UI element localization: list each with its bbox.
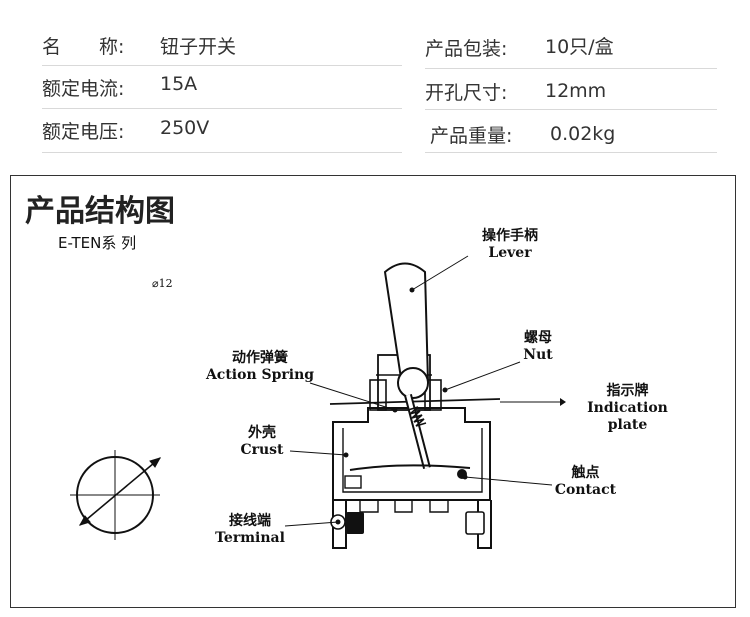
spec-label: 产品重量:: [430, 124, 513, 147]
spec-row-name: 名 称:: [42, 23, 124, 67]
divider: [425, 68, 717, 69]
spec-label: 开孔尺寸:: [425, 81, 508, 104]
spec-label: 名 称:: [42, 35, 125, 58]
leader-lines: [284, 255, 560, 527]
spec-value-name: 钮子开关: [160, 23, 236, 67]
divider: [42, 108, 402, 109]
spec-value: 钮子开关: [160, 35, 237, 58]
divider: [42, 65, 402, 66]
part-name-zh: 指示牌: [606, 383, 649, 399]
spec-value: 10只/盒: [545, 35, 614, 58]
spec-label: 额定电流:: [42, 77, 125, 100]
label-action-spring: 动作弹簧 Action Spring: [200, 350, 320, 384]
spec-table: 名 称: 钮子开关 额定电流: 15A 额定电压: 250V 产品包装: 10只…: [0, 0, 750, 165]
hole-dimension-label: ⌀12: [152, 277, 173, 290]
spec-row-hole: 开孔尺寸:: [425, 69, 507, 113]
spec-value: 12mm: [545, 80, 607, 102]
part-name-zh: 触点: [571, 465, 600, 481]
label-terminal: 接线端 Terminal: [210, 513, 290, 547]
divider: [42, 152, 402, 153]
spec-value: 250V: [160, 117, 210, 139]
label-nut: 螺母 Nut: [498, 330, 578, 364]
mounting-hole-drawing: [70, 450, 162, 540]
label-contact: 触点 Contact: [548, 465, 623, 499]
divider: [425, 152, 717, 153]
part-name-zh: 螺母: [524, 330, 552, 346]
lever: [383, 262, 431, 470]
part-name-zh: 接线端: [229, 513, 271, 529]
part-name-en: Terminal: [215, 530, 285, 546]
label-indication-plate: 指示牌 Indication plate: [565, 383, 690, 434]
spec-row-package: 产品包装:: [425, 25, 507, 69]
spec-value-weight: 0.02kg: [550, 112, 615, 156]
label-lever: 操作手柄 Lever: [460, 228, 560, 262]
label-crust: 外壳 Crust: [232, 425, 292, 459]
spec-value: 15A: [160, 73, 198, 95]
part-name-en: Action Spring: [205, 367, 315, 383]
spec-value-current: 15A: [160, 62, 197, 106]
part-name-en: Nut: [523, 347, 553, 363]
spec-row-voltage: 额定电压:: [42, 108, 124, 152]
part-name-en: Contact: [554, 482, 617, 498]
divider: [425, 109, 717, 110]
part-name-zh: 操作手柄: [482, 228, 538, 244]
contact: [344, 464, 471, 489]
series-label: E-TEN系 列: [58, 234, 137, 252]
panel-title: 产品结构图: [25, 194, 175, 229]
leader-arrows: [335, 287, 566, 525]
spec-value-voltage: 250V: [160, 106, 209, 150]
spec-row-current: 额定电流:: [42, 65, 124, 109]
spec-value-package: 10只/盒: [545, 23, 614, 67]
part-name-en: Indication plate: [587, 400, 668, 433]
terminal-screws: [330, 511, 485, 535]
spec-label: 产品包装:: [425, 37, 508, 60]
part-name-en: Crust: [240, 442, 284, 458]
spec-value-hole: 12mm: [545, 69, 606, 113]
spec-value: 0.02kg: [550, 123, 616, 145]
part-name-zh: 动作弹簧: [232, 350, 288, 366]
spec-row-weight: 产品重量:: [430, 112, 512, 156]
action-spring: [407, 406, 427, 427]
part-name-en: Lever: [488, 245, 532, 261]
structure-panel: 产品结构图: [10, 175, 736, 608]
part-name-zh: 外壳: [248, 425, 276, 441]
spec-label: 额定电压:: [42, 120, 125, 143]
